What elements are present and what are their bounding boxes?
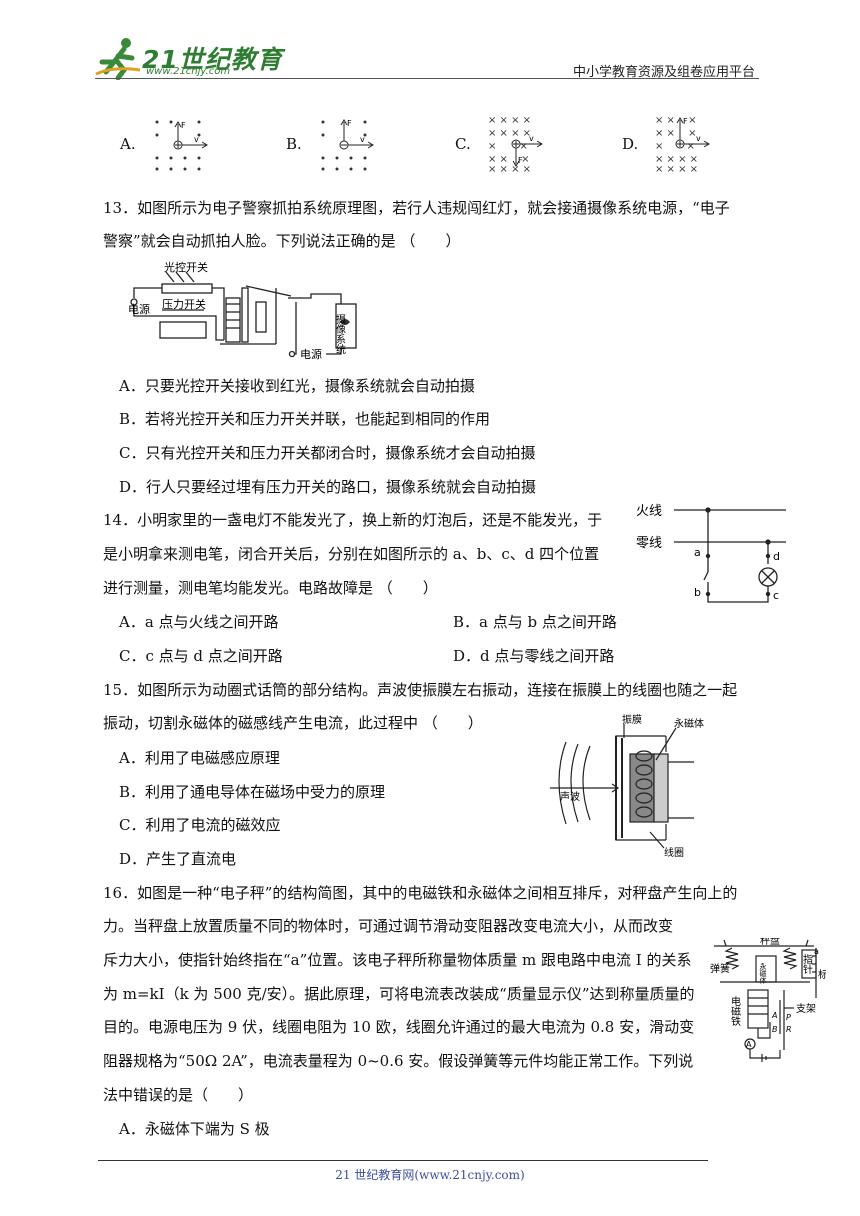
runner-logo-icon (95, 38, 141, 80)
q15-option-b: B．利用了通电导体在磁场中受力的原理 (119, 783, 386, 801)
q16-ammeter-label: A (746, 1040, 752, 1049)
q16-point-a-label: a (814, 947, 819, 956)
q12-c-force-label: F (518, 156, 523, 165)
svg-text:× × × ×: × × × × (488, 115, 531, 126)
header-rule (95, 78, 759, 79)
logo-url: www.21cnjy.com (146, 66, 231, 77)
q12-b-force-label: F (347, 119, 352, 128)
q16-stem-line3: 斥力大小，使指针始终指在“a”位置。该电子秤所称量物体质量 m 跟电路中电流 I… (103, 951, 692, 969)
svg-text:× ×: × × (655, 141, 695, 152)
q12-a-velocity-label: v (194, 135, 199, 144)
svg-text:× ×: × × (488, 141, 528, 152)
q15-sound-label: 声波 (560, 790, 580, 803)
q16-point-R-label: R (786, 1025, 792, 1034)
svg-text:× × × ×: × × × × (655, 154, 698, 165)
q14-stem-line1: 14．小明家里的一盏电灯不能发光了，换上新的灯泡后，还是不能发光，于 (103, 511, 603, 529)
q16-point-P-label: P (786, 1013, 791, 1022)
q12-d-force-label: F (683, 117, 688, 126)
q16-point-B-label: B (772, 1025, 778, 1034)
q16-stem-line6: 阻器规格为“50Ω 2A”，电流表量程为 0~0.6 安。假设弹簧等元件均能正常… (103, 1052, 694, 1070)
svg-text:× × ×: × × × (655, 128, 697, 139)
svg-text:× × ×: × × × (488, 154, 530, 165)
q15-option-d: D．产生了直流电 (119, 850, 237, 868)
q13-option-b: B．若将光控开关和压力开关并联，也能起到相同的作用 (119, 410, 491, 428)
q12-c-field-diagram: × × × × × × × × × × × × × × × × × F v (488, 115, 543, 174)
q16-electromagnet-label: 电磁铁 (729, 995, 741, 1027)
q12-option-c-label: C. (455, 135, 471, 153)
q16-stem-line1: 16．如图是一种“电子秤”的结构简图，其中的电磁铁和永磁体之间相互排斥，对秤盘产… (103, 884, 738, 902)
q15-stem-line1: 15．如图所示为动圈式话筒的部分结构。声波使振膜左右振动，连接在振膜上的线圈也随… (103, 681, 738, 699)
q16-magnet-label: 永磁体 (759, 962, 767, 985)
svg-text:永磁体: 永磁体 (759, 962, 767, 985)
q14-option-d: D．d 点与零线之间开路 (453, 647, 615, 665)
q14-stem-line2: 是小明拿来测电笔，闭合开关后，分别在如图所示的 a、b、c、d 四个位置 (103, 545, 600, 563)
q12-a-force-label: F (181, 121, 186, 130)
q15-coil-label: 线圈 (664, 846, 684, 859)
q16-pan-label: 秤盘 (760, 938, 780, 947)
q12-d-velocity-label: v (696, 134, 701, 143)
q13-option-c: C．只有光控开关和压力开关都闭合时，摄像系统才会自动拍摄 (119, 444, 536, 462)
q14-point-a: a (694, 546, 701, 559)
q16-scale-label: 标尺 (818, 969, 826, 981)
q12-option-b-label: B. (286, 135, 302, 153)
footer-text: 21 世纪教育网(www.21cnjy.com) (335, 1168, 525, 1182)
q12-c-velocity-label: v (529, 134, 534, 143)
q16-scale-diagram: 秤盘 弹簧 永磁体 指针 标尺 电磁铁 支架 a A B P R A (710, 938, 826, 1062)
q16-stem-line2: 力。当秤盘上放置质量不同的物体时，可通过调节滑动变阻器改变电流大小，从而改变 (103, 917, 674, 935)
q13-option-d: D．行人只要经过埋有压力开关的路口，摄像系统就会自动拍摄 (119, 478, 537, 496)
q14-point-c: c (773, 589, 779, 602)
q12-option-d-label: D. (622, 135, 639, 153)
q16-option-a: A．永磁体下端为 S 极 (119, 1120, 270, 1138)
q15-option-c: C．利用了电流的磁效应 (119, 816, 281, 834)
q14-live-label: 火线 (636, 504, 662, 519)
platform-name: 中小学教育资源及组卷应用平台 (573, 65, 756, 80)
q16-stem-line7: 法中错误的是（ ） (103, 1086, 254, 1104)
q13-circuit-diagram: 光控开关 电源 压力开关 电源 摄像系统 (128, 260, 357, 361)
q14-wiring-diagram: 火线 零线 a b c d (636, 504, 786, 603)
svg-text:× × × ×: × × × × (488, 164, 531, 174)
q12-b-field-diagram: F v (321, 119, 374, 171)
q15-option-a: A．利用了电磁感应原理 (119, 749, 280, 767)
q15-microphone-diagram: 振膜 永磁体 声波 线圈 (550, 714, 704, 859)
q12-d-field-diagram: × × × × × × × × × × × × × × × × F v (655, 115, 710, 174)
q13-power-bottom-label: 电源 (300, 347, 322, 361)
q13-option-a: A．只要光控开关接收到红光，摄像系统就会自动拍摄 (119, 377, 475, 395)
q15-stem-line2: 振动，切割永磁体的磁感线产生电流，此过程中 （ ） (103, 714, 483, 732)
svg-text:× × ×: × × × (655, 115, 697, 126)
q13-stem-line2: 警察”就会自动抓拍人脸。下列说法正确的是 （ ） (103, 232, 461, 250)
q16-stem-line4: 为 m=kI（k 为 500 克/安）。据此原理，可将电流表改装成“质量显示仪”… (103, 985, 695, 1003)
svg-text:摄像系统: 摄像系统 (334, 313, 346, 354)
q14-point-b: b (694, 586, 701, 599)
q13-camera-label: 摄像系统 (334, 313, 346, 354)
q12-b-velocity-label: v (360, 135, 365, 144)
q16-stand-label: 支架 (796, 1003, 816, 1015)
svg-text:电磁铁: 电磁铁 (729, 995, 741, 1027)
q13-stem-line1: 13．如图所示为电子警察抓拍系统原理图，若行人违规闯红灯，就会接通摄像系统电源，… (103, 199, 730, 217)
svg-text:× × × ×: × × × × (488, 128, 531, 139)
q16-point-A-label: A (771, 1011, 777, 1020)
q16-spring-label: 弹簧 (710, 962, 730, 975)
q14-neutral-label: 零线 (636, 536, 662, 551)
q14-option-c: C．c 点与 d 点之间开路 (119, 647, 283, 665)
logo-title: 21世纪教育 (142, 45, 283, 74)
q13-light-switch-label: 光控开关 (164, 260, 208, 274)
footer-rule (98, 1160, 708, 1161)
q13-power-left-label: 电源 (128, 302, 150, 316)
q16-pointer-label: 指针 (801, 953, 813, 975)
q14-stem-line3: 进行测量，测电笔均能发光。电路故障是 （ ） (103, 579, 438, 597)
q15-magnet-label: 永磁体 (674, 717, 704, 730)
q15-membrane-label: 振膜 (622, 714, 642, 726)
q14-option-b: B．a 点与 b 点之间开路 (453, 613, 617, 631)
q12-option-a-label: A. (120, 135, 136, 153)
q14-point-d: d (773, 550, 780, 563)
q12-a-field-diagram: F v (155, 120, 208, 171)
q13-pressure-switch-label: 压力开关 (162, 297, 206, 311)
svg-text:× × × ×: × × × × (655, 164, 698, 174)
q14-option-a: A．a 点与火线之间开路 (119, 613, 279, 631)
svg-text:指针: 指针 (801, 953, 813, 975)
q16-stem-line5: 目的。电源电压为 9 伏，线圈电阻为 10 欧，线圈允许通过的最大电流为 0.8… (103, 1018, 695, 1036)
